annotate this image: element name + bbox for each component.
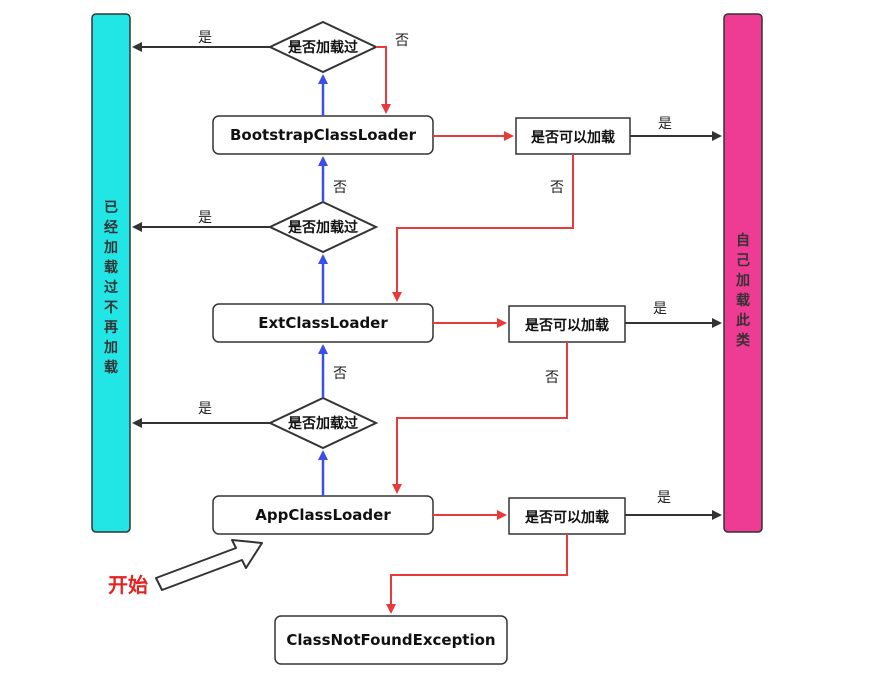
label-no: 否 [395,33,409,49]
label-yes: 是 [653,301,667,317]
left-bar-char: 载 [104,259,118,276]
right-bar-label: 自 己 加 载 此 类 [735,232,751,349]
label-yes: 是 [657,490,671,506]
svg-text:ClassNotFoundException: ClassNotFoundException [286,631,495,649]
left-bar-char: 加 [103,340,118,356]
arrow-red-canload-mid-no [392,342,568,494]
arrow-red-canload-top-no [392,154,574,302]
svg-text:BootstrapClassLoader: BootstrapClassLoader [230,126,417,144]
svg-text:是否加载过: 是否加载过 [288,415,358,432]
svg-text:是否可以加载: 是否可以加载 [525,509,609,526]
right-bar-char: 加 [735,273,750,289]
label-no: 否 [550,180,564,196]
label-yes: 是 [198,401,212,417]
svg-text:是否可以加载: 是否可以加载 [531,129,615,146]
diamond-loaded-top: 是否加载过 [267,20,379,74]
left-bar-char: 不 [104,300,118,316]
left-bar-label: 已 经 加 载 过 不 再 加 载 [103,200,118,376]
label-yes: 是 [198,30,212,46]
svg-text:是否加载过: 是否加载过 [288,39,358,56]
left-bar-char: 载 [104,359,118,376]
svg-text:AppClassLoader: AppClassLoader [255,506,391,524]
left-bar [91,13,131,533]
can-load-box-mid: 是否可以加载 [508,305,626,343]
bootstrap-classloader-node: BootstrapClassLoader [212,115,434,155]
left-bar-char: 加 [103,240,118,256]
diamond-loaded-bottom: 是否加载过 [267,396,379,450]
label-yes: 是 [658,116,672,132]
right-bar-char: 类 [736,332,751,349]
right-bar [723,13,763,533]
label-yes: 是 [198,210,212,226]
diamond-loaded-mid: 是否加载过 [267,200,379,254]
start-label: 开始 [108,573,148,597]
class-not-found-exception-node: ClassNotFoundException [274,615,508,665]
left-bar-char: 过 [104,279,118,296]
left-bar-char: 已 [104,200,118,216]
left-bar-char: 经 [104,219,118,236]
right-bar-char: 自 [736,232,750,249]
arrow-red-canload-bottom-no [386,534,568,614]
right-bar-char: 己 [736,253,750,269]
right-bar-char: 此 [736,312,750,329]
start-arrow [155,539,263,591]
right-bar-char: 载 [736,292,750,309]
can-load-box-bottom: 是否可以加载 [508,497,626,535]
label-no: 否 [333,180,347,196]
label-no: 否 [545,370,559,386]
svg-text:ExtClassLoader: ExtClassLoader [258,314,388,332]
ext-classloader-node: ExtClassLoader [212,303,434,343]
label-no: 否 [333,366,347,382]
app-classloader-node: AppClassLoader [212,495,434,535]
can-load-box-top: 是否可以加载 [515,117,631,155]
svg-text:是否加载过: 是否加载过 [288,219,358,236]
svg-text:是否可以加载: 是否可以加载 [525,317,609,334]
left-bar-char: 再 [104,320,118,336]
arrow-red-top-diamond-no [376,46,391,114]
